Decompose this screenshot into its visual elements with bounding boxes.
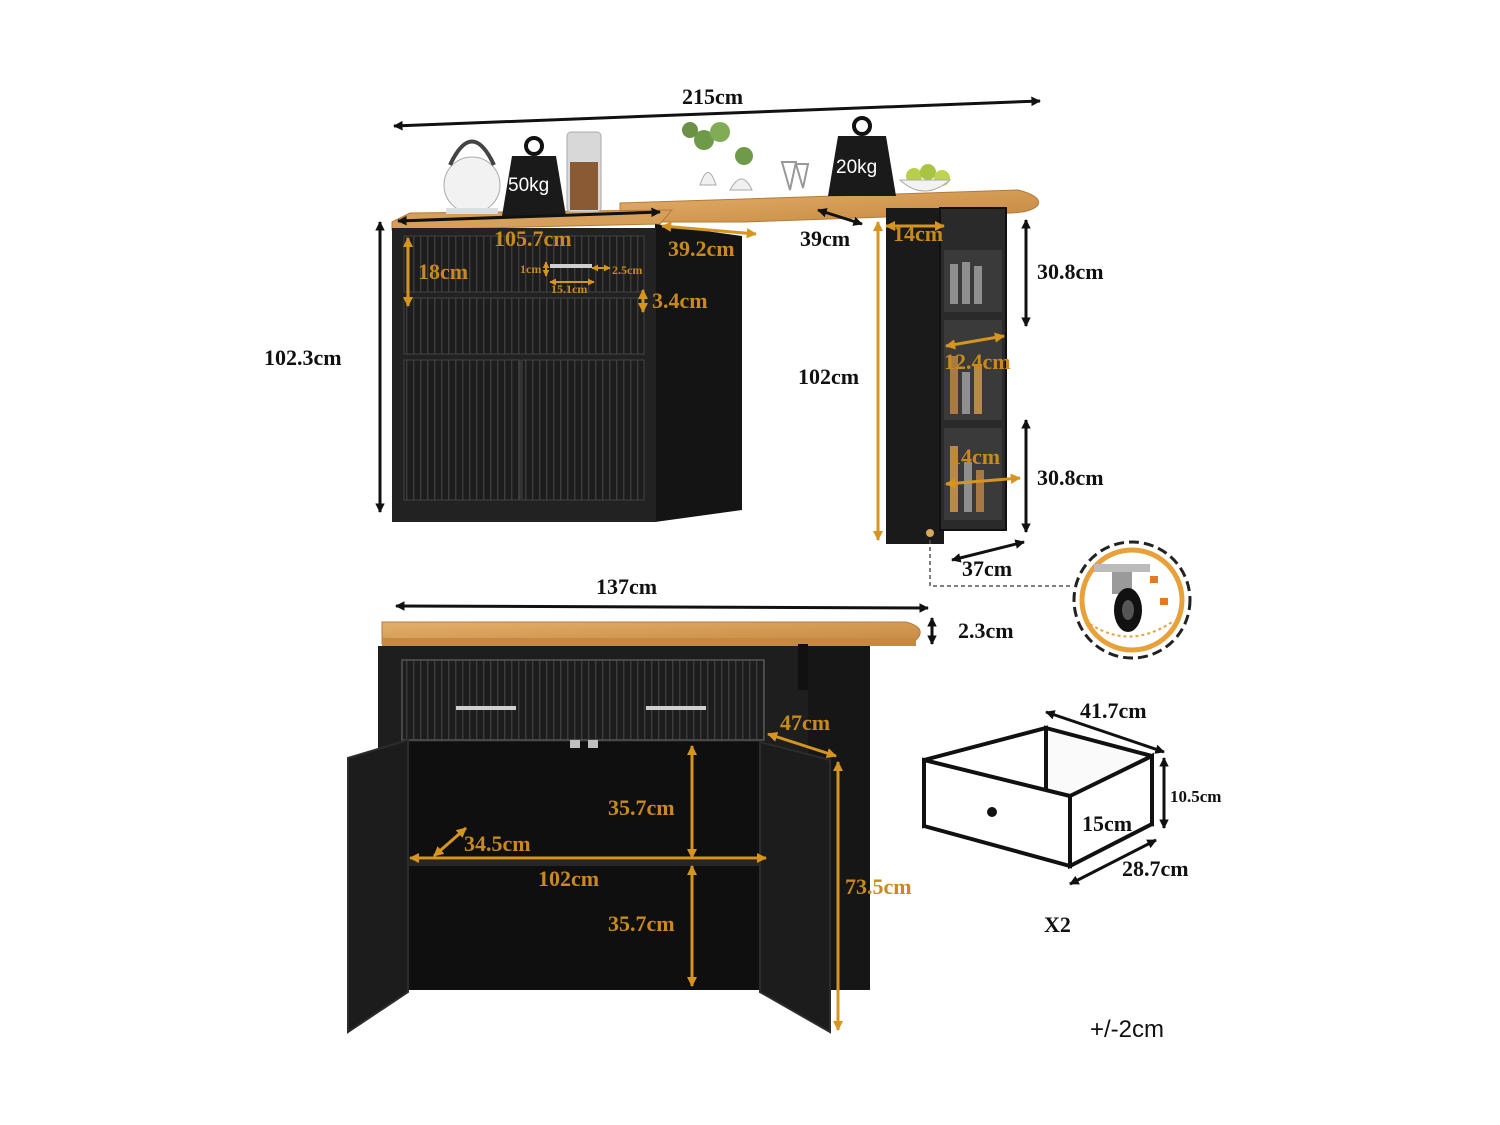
label-drawer-gap: 3.4cm	[652, 288, 708, 313]
dim-cabinet-depth-line	[767, 731, 837, 759]
glass-icon	[780, 161, 810, 191]
front-view-group	[347, 601, 937, 1034]
dim-drawer-length-line	[1045, 710, 1165, 754]
dim-rack-depth-line	[951, 539, 1025, 563]
label-inner-width: 102cm	[538, 866, 600, 891]
label-shelf-depth: 34.5cm	[464, 831, 531, 856]
cabinet-door-right	[521, 359, 645, 501]
support-post	[798, 644, 808, 690]
label-top-width: 137cm	[596, 574, 658, 599]
drawer-box-group	[922, 710, 1169, 886]
cabinet-door-left	[403, 359, 521, 501]
front-drawer-handle-right	[646, 706, 706, 710]
label-handle-offset: 1cm	[520, 262, 542, 276]
label-tolerance: +/-2cm	[1090, 1016, 1165, 1043]
dim-cabinet-width-line	[397, 207, 661, 226]
rack-knob	[926, 529, 934, 537]
dim-shelf-inner-top-line	[944, 332, 1006, 350]
fruit-bowl-icon	[898, 164, 952, 192]
label-rack-depth: 37cm	[962, 556, 1013, 581]
top-view-group	[375, 96, 1070, 587]
label-load-right: 20kg	[836, 157, 878, 178]
label-rack-width: 14cm	[893, 221, 944, 246]
dim-top-width-line	[395, 601, 929, 613]
dim-overhang-line	[817, 208, 863, 226]
label-top-thickness: 2.3cm	[958, 618, 1014, 643]
open-door-right	[759, 740, 831, 1034]
label-cabinet-height: 102.3cm	[264, 345, 342, 370]
dim-drawer-width-line	[1069, 838, 1157, 886]
spice-rack-side	[886, 208, 944, 544]
caster-wheel-icon	[1072, 540, 1192, 660]
spice-jars	[950, 262, 984, 512]
label-side-depth: 39.2cm	[668, 236, 735, 261]
drawer-handle	[550, 264, 592, 268]
dim-side-depth-line	[660, 221, 758, 239]
front-drawer-handle-left	[456, 706, 516, 710]
lock-icon	[1160, 598, 1168, 605]
front-drawer	[401, 659, 765, 741]
label-door-height: 73.5cm	[845, 874, 912, 899]
label-total-width: 215cm	[682, 84, 744, 109]
weight-icon	[502, 136, 566, 216]
plant-icon	[682, 122, 753, 191]
label-shelf-height-top: 30.8cm	[1037, 259, 1104, 284]
label-drawer-width: 28.7cm	[1122, 856, 1189, 881]
label-lower-height: 35.7cm	[608, 911, 675, 936]
label-shelf-height-bottom: 30.8cm	[1037, 465, 1104, 490]
label-shelf-inner-bottom: 14cm	[950, 444, 1001, 469]
label-overhang: 39cm	[800, 226, 851, 251]
label-drawer-height-box: 10.5cm	[1170, 787, 1222, 806]
cabinet-side-panel	[655, 224, 742, 522]
door-hinge-icon	[570, 740, 598, 748]
drawer-pull-hole	[987, 807, 997, 817]
label-rack-height: 102cm	[798, 364, 860, 389]
label-shelf-inner-top: 12.4cm	[944, 349, 1011, 374]
label-handle-length: 15.1cm	[551, 282, 588, 296]
label-drawer-front-height: 15cm	[1082, 811, 1133, 836]
dim-shelf-inner-bottom-line	[944, 473, 1022, 489]
label-upper-height: 35.7cm	[608, 795, 675, 820]
caster-callout-line	[929, 540, 1070, 587]
open-door-left	[347, 738, 409, 1034]
label-drawer-quantity: X2	[1044, 912, 1071, 937]
jar-icon	[566, 131, 602, 213]
label-cabinet-width: 105.7cm	[494, 226, 572, 251]
dim-shelf-depth-line	[433, 826, 467, 858]
kettle-icon	[443, 139, 501, 214]
label-handle-gap: 2.5cm	[612, 263, 643, 277]
label-cabinet-depth: 47cm	[780, 710, 831, 735]
label-load-left: 50kg	[508, 175, 550, 196]
cabinet-mid-panel	[403, 297, 645, 355]
label-drawer-length: 41.7cm	[1080, 698, 1147, 723]
front-countertop-edge	[382, 638, 916, 646]
label-drawer-height: 18cm	[418, 259, 469, 284]
unlock-icon	[1150, 576, 1158, 583]
dim-total-width-line	[393, 96, 1041, 131]
